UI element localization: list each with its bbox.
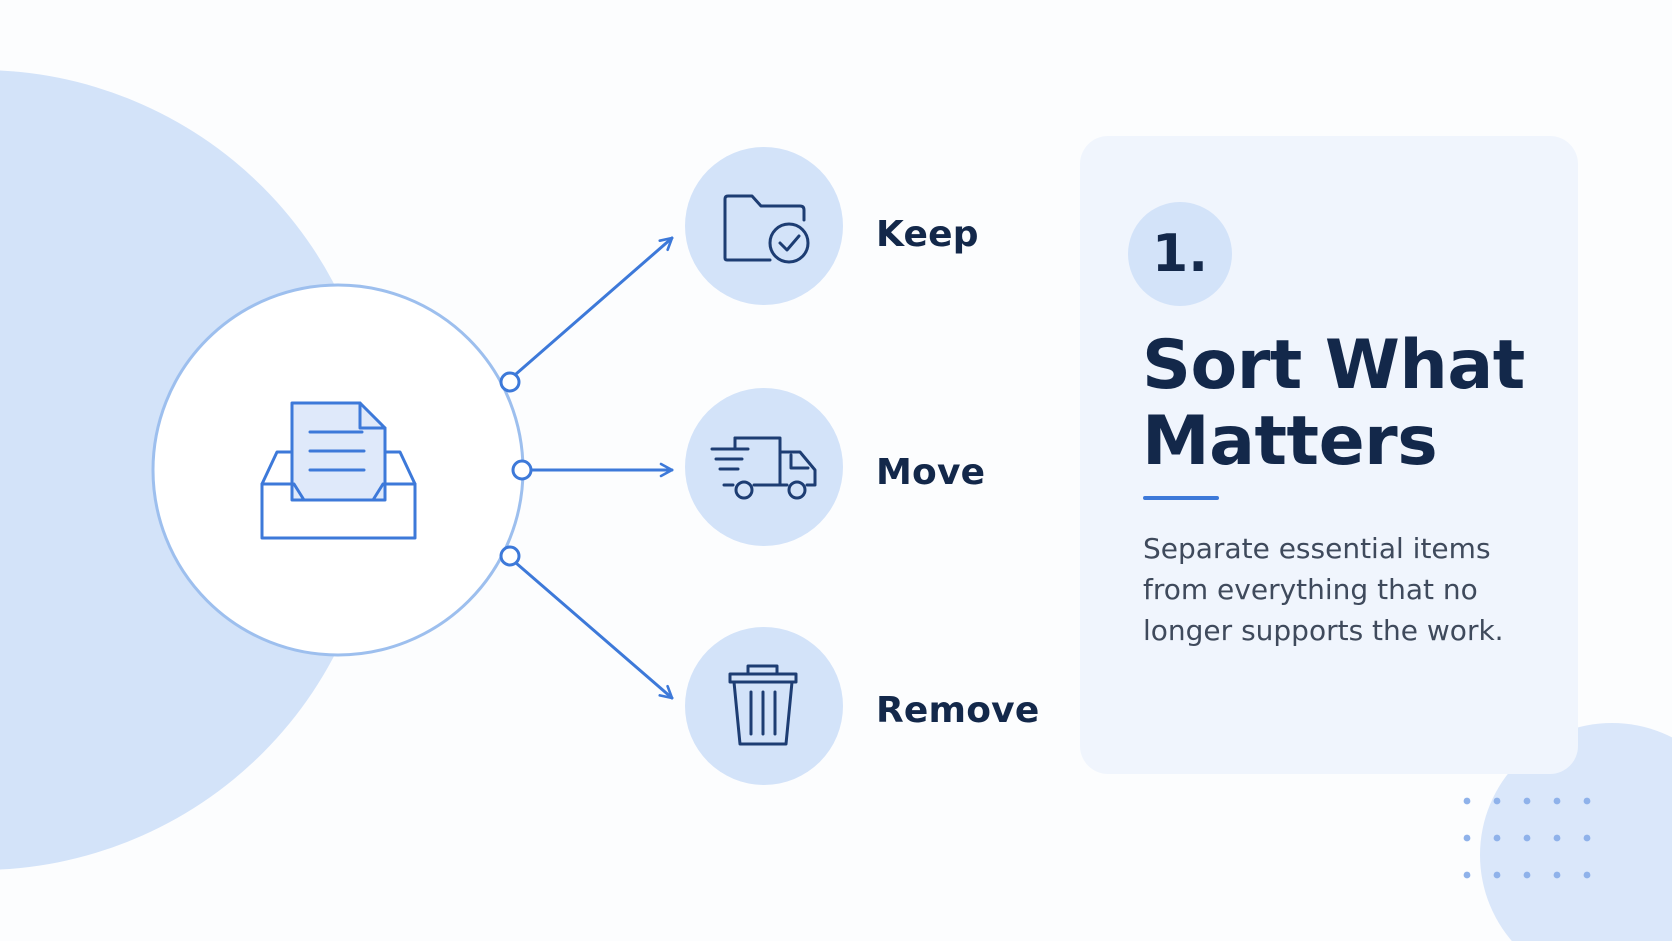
description-line: from everything that no: [1143, 573, 1478, 606]
connector-arrows: [514, 236, 674, 700]
step-badge: 1.: [1128, 202, 1232, 306]
delivery-truck-icon: [710, 436, 817, 500]
description-line: longer supports the work.: [1143, 614, 1504, 647]
dot-grid-decoration: [1463, 797, 1591, 879]
description-line: Separate essential items: [1143, 532, 1491, 565]
background-circle-bottom-right: [1480, 723, 1672, 941]
step-title: Sort What Matters: [1142, 328, 1562, 480]
option-label-keep: Keep: [876, 214, 979, 255]
title-accent-rule: [1143, 496, 1219, 500]
arrow-to-keep: [514, 236, 674, 376]
step-title-line: Sort What: [1142, 326, 1525, 405]
step-description: Separate essential items from everything…: [1143, 528, 1563, 651]
option-label-move: Move: [876, 452, 986, 493]
inbox-tray-document-icon: [260, 401, 417, 540]
step-title-line: Matters: [1142, 402, 1438, 481]
option-circle-keep: [685, 147, 843, 305]
step-number: 1.: [1152, 224, 1208, 284]
connector-nodes: [499, 371, 533, 567]
option-label-remove: Remove: [876, 690, 1040, 731]
option-circle-move: [685, 388, 843, 546]
folder-check-icon: [723, 194, 810, 264]
trash-can-icon: [728, 664, 798, 746]
arrow-to-remove: [514, 561, 674, 700]
